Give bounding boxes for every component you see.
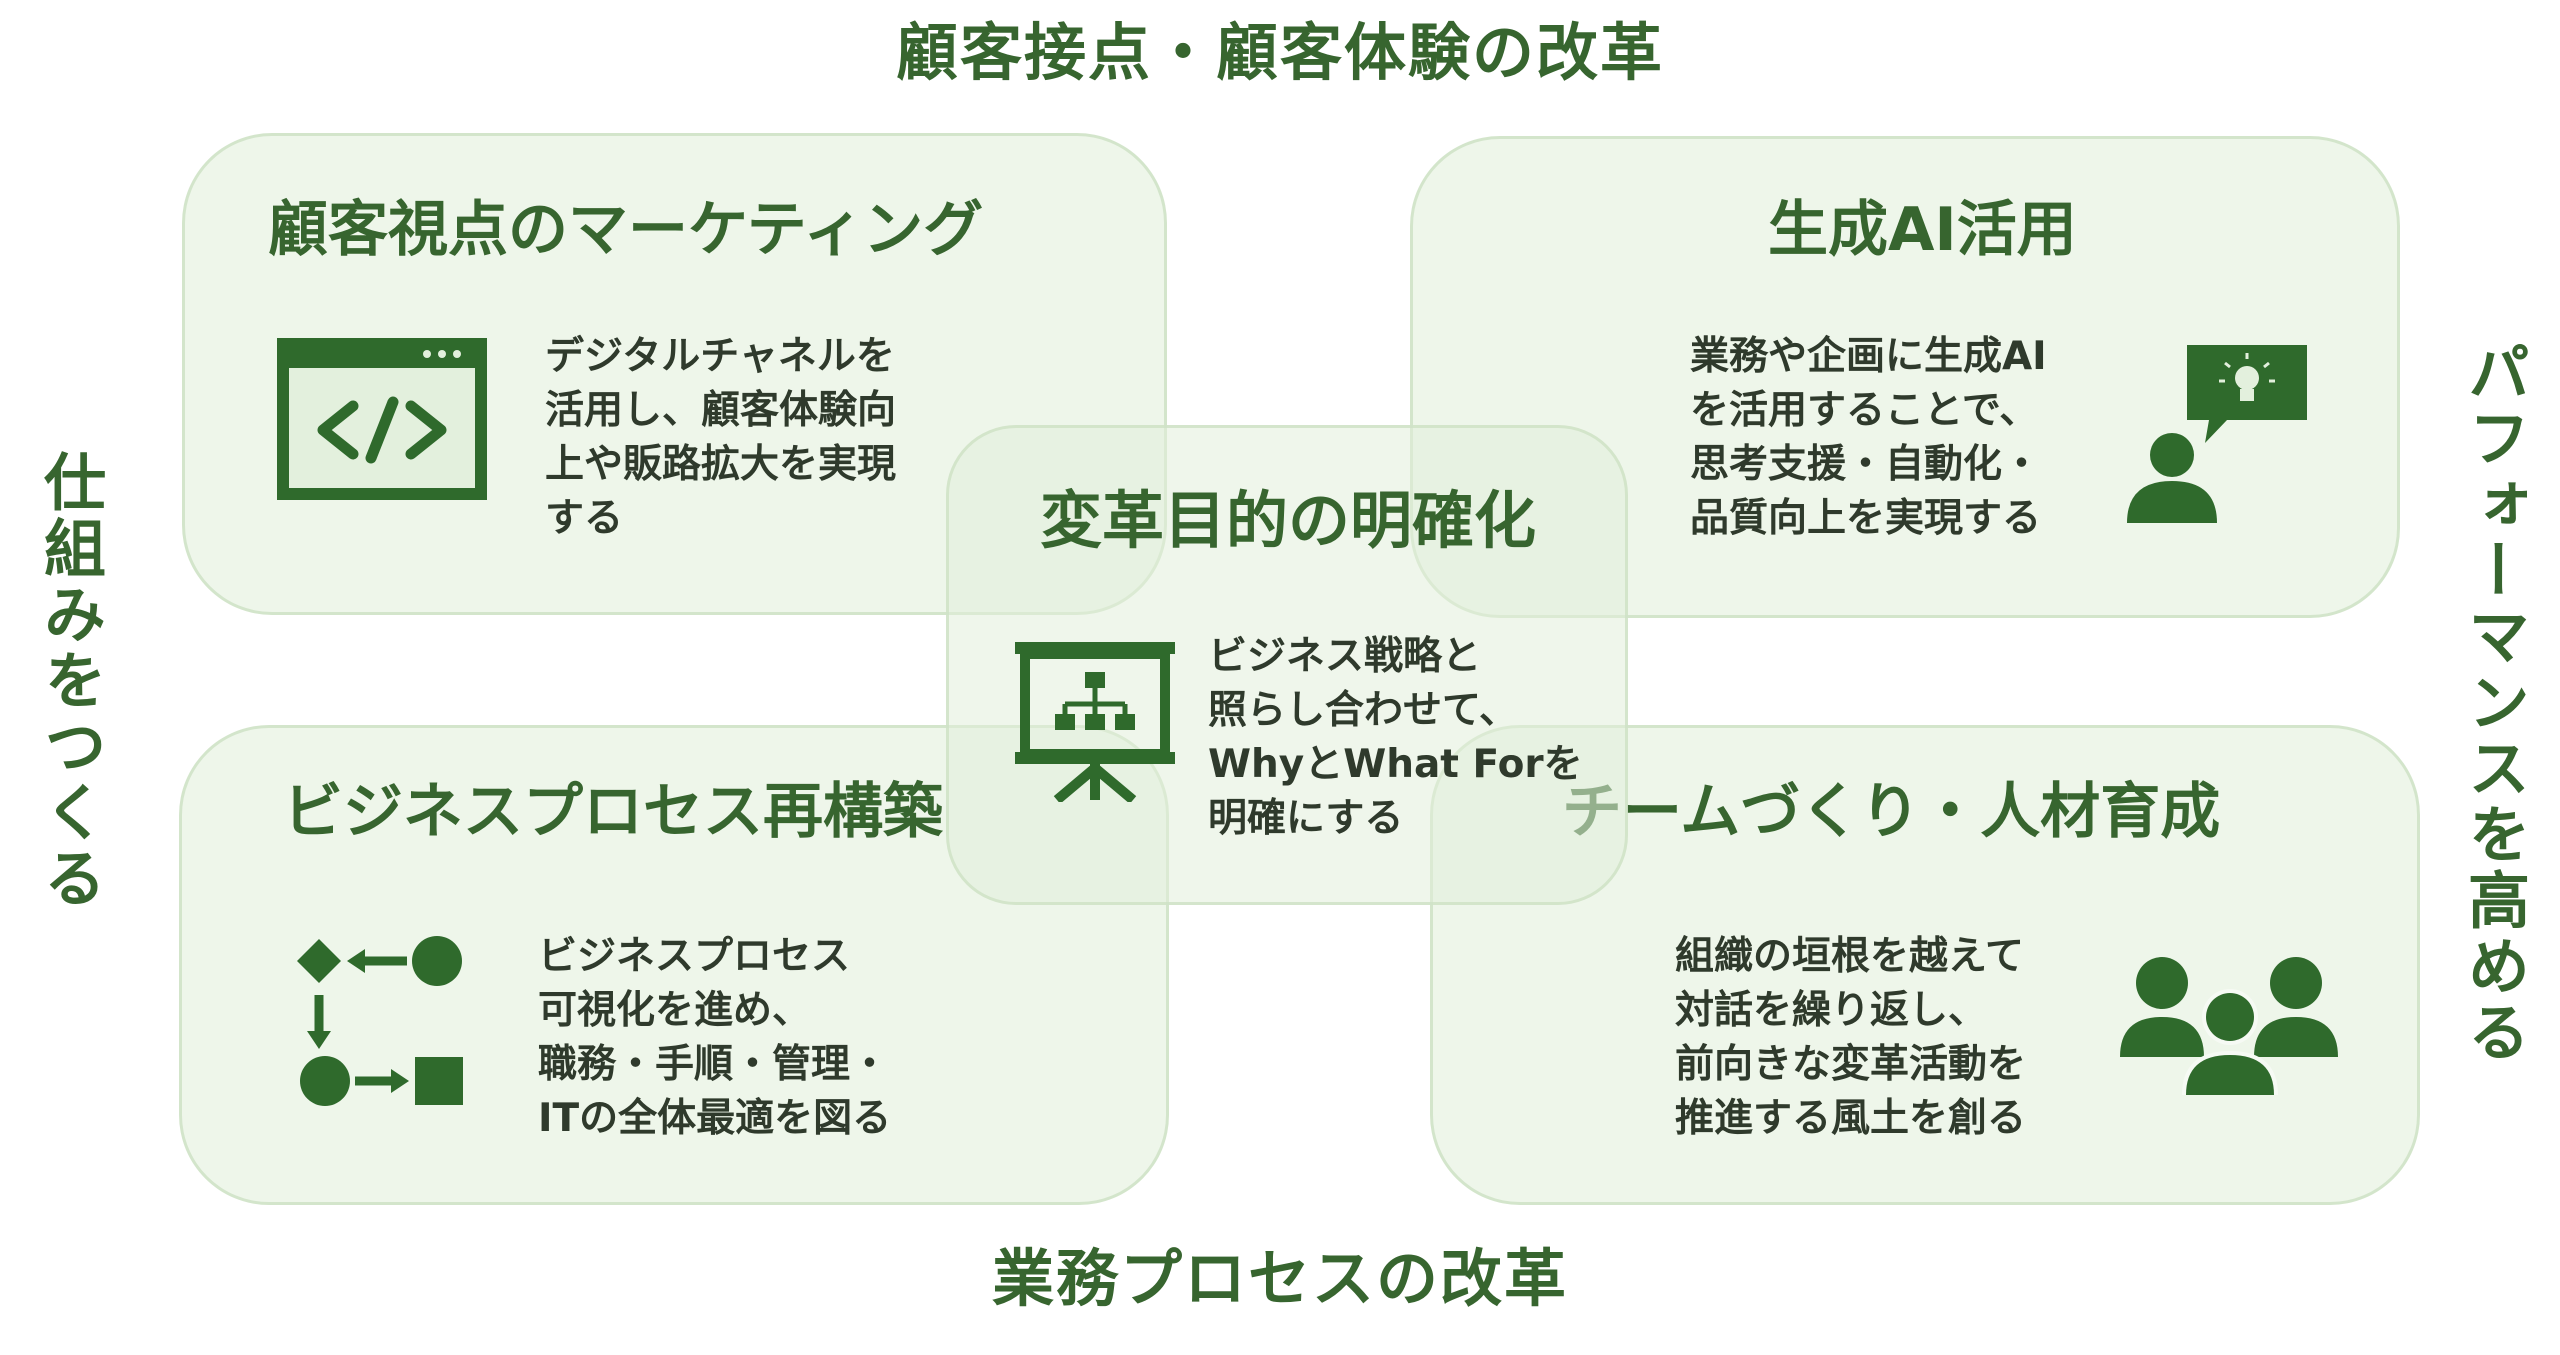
card-center-title: 変革目的の明確化: [1040, 484, 1537, 557]
team-people-icon: [2120, 955, 2340, 1095]
axis-label-top: 顧客接点・顧客体験の改革: [895, 16, 1664, 89]
card-center: [946, 425, 1628, 905]
axis-label-right: パフォーマンスを高める: [2457, 340, 2530, 1066]
axis-label-left: 仕組みをつくる: [33, 450, 106, 912]
card-genai-description: 業務や企画に生成AI を活用することで、 思考支援・自動化・ 品質向上を実現する: [1690, 334, 2047, 541]
axis-label-bottom: 業務プロセスの改革: [991, 1242, 1568, 1315]
presentation-board-icon: [1015, 642, 1175, 802]
code-window-icon: [277, 338, 487, 500]
card-team-description: 組織の垣根を越えて 対話を繰り返し、 前向きな変革活動を 推進する風土を創る: [1675, 934, 2027, 1141]
card-center-description: ビジネス戦略と 照らし合わせて、 WhyとWhat Forを 明確にする: [1208, 634, 1583, 841]
process-flow-icon: [297, 935, 467, 1115]
card-process-description: ビジネスプロセス 可視化を進め、 職務・手順・管理・ ITの全体最適を図る: [538, 934, 892, 1141]
card-marketing-title: 顧客視点のマーケティング: [268, 195, 984, 265]
card-team-title: チームづくり・人材育成: [1562, 777, 2221, 847]
card-process-title: ビジネスプロセス再構築: [283, 777, 943, 847]
card-genai-title: 生成AI活用: [1768, 195, 2077, 265]
person-idea-icon: [2127, 345, 2312, 523]
card-marketing-description: デジタルチャネルを 活用し、顧客体験向 上や販路拡大を実現 する: [545, 334, 897, 541]
